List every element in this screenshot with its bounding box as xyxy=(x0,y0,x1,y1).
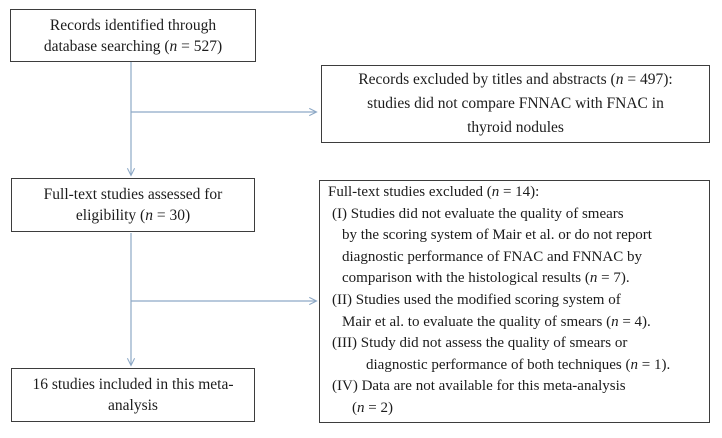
excluded-header: Full-text studies excluded (n = 14): xyxy=(328,184,540,200)
box-fulltext-excluded: Full-text studies excluded (n = 14): (I)… xyxy=(319,180,710,423)
box-studies-included-line: analysis xyxy=(108,397,158,414)
excluded-reason-1: (I) Studies did not evaluate the quality… xyxy=(332,205,624,222)
excluded-reason-4-cont: (n = 2) xyxy=(352,399,393,416)
excluded-reason-3: (III) Study did not assess the quality o… xyxy=(332,335,628,352)
box-studies-included-line: 16 studies included in this meta- xyxy=(32,376,234,393)
excluded-reason-3-cont: diagnostic performance of both technique… xyxy=(366,356,671,373)
box-studies-included: 16 studies included in this meta- analys… xyxy=(11,368,255,422)
box-records-identified-line: database searching (n = 527) xyxy=(43,37,223,55)
box-fulltext-assessed: Full-text studies assessed for eligibili… xyxy=(11,178,255,232)
excluded-reason-2: (II) Studies used the modified scoring s… xyxy=(332,291,621,308)
excluded-reason-1-cont: diagnostic performance of FNAC and FNNAC… xyxy=(342,248,642,265)
excluded-reason-4: (IV) Data are not available for this met… xyxy=(332,378,626,395)
box-records-excluded-titles-line: thyroid nodules xyxy=(467,119,564,136)
excluded-reason-2-cont: Mair et al. to evaluate the quality of s… xyxy=(342,313,651,330)
box-records-identified: Records identified through database sear… xyxy=(10,9,256,62)
box-records-identified-line: Records identified through xyxy=(49,16,217,34)
excluded-reason-1-cont: by the scoring system of Mair et al. or … xyxy=(342,227,652,244)
box-records-excluded-titles: Records excluded by titles and abstracts… xyxy=(321,65,710,143)
box-records-excluded-titles-line: studies did not compare FNNAC with FNAC … xyxy=(367,95,664,112)
excluded-reason-1-cont: comparison with the histological results… xyxy=(342,270,630,287)
box-fulltext-assessed-line: Full-text studies assessed for xyxy=(43,186,223,203)
box-records-excluded-titles-line: Records excluded by titles and abstracts… xyxy=(358,71,673,88)
box-fulltext-assessed-line: eligibility (n = 30) xyxy=(75,207,191,224)
